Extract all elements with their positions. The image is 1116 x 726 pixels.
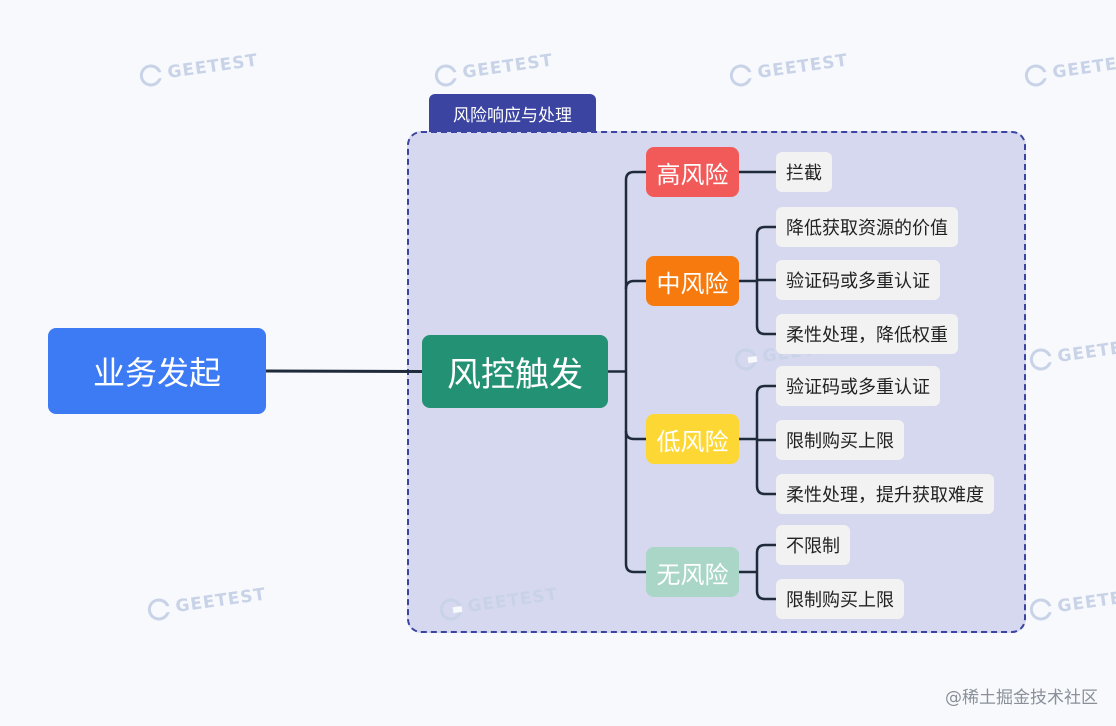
trigger-connector-branch bbox=[624, 563, 646, 574]
risk-connector-branch bbox=[755, 485, 776, 496]
risk-connector-branch bbox=[755, 225, 776, 236]
risk-connector-branch bbox=[755, 384, 776, 395]
action-item: 不限制 bbox=[776, 525, 850, 565]
risk-node-low: 低风险 bbox=[646, 414, 739, 464]
risk-node-medium: 中风险 bbox=[646, 256, 739, 306]
business-start-node: 业务发起 bbox=[48, 328, 266, 414]
group-title: 风险响应与处理 bbox=[429, 94, 596, 132]
risk-node-none: 无风险 bbox=[646, 547, 739, 597]
trigger-connector-branch bbox=[624, 279, 646, 290]
risk-trigger-node: 风控触发 bbox=[422, 335, 608, 408]
trigger-connector-branch bbox=[624, 430, 646, 441]
action-item: 降低获取资源的价值 bbox=[776, 207, 958, 247]
action-item: 限制购买上限 bbox=[776, 420, 904, 460]
action-item: 限制购买上限 bbox=[776, 579, 904, 619]
action-item: 验证码或多重认证 bbox=[776, 366, 940, 406]
root-connector bbox=[265, 369, 423, 373]
risk-connector-branch bbox=[755, 325, 776, 336]
footer-credit: @稀土掘金技术社区 bbox=[945, 688, 1098, 708]
risk-node-high: 高风险 bbox=[646, 147, 739, 197]
risk-connector-branch bbox=[755, 543, 776, 554]
action-item: 柔性处理，提升获取难度 bbox=[776, 474, 994, 514]
trigger-connector-branch bbox=[624, 170, 646, 181]
risk-connector-branch bbox=[755, 590, 776, 601]
action-item: 验证码或多重认证 bbox=[776, 260, 940, 300]
action-item: 柔性处理，降低权重 bbox=[776, 314, 958, 354]
action-item: 拦截 bbox=[776, 152, 832, 192]
